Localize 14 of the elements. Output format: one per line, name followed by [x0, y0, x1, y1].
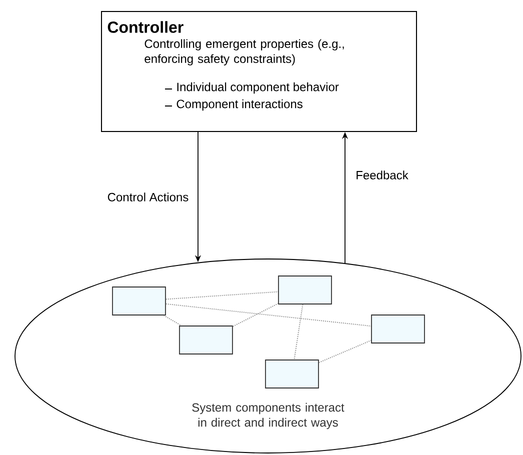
dotted-line	[165, 303, 372, 327]
component-box	[371, 314, 425, 344]
edge-label: Control Actions	[106, 192, 190, 202]
component-box	[278, 276, 332, 304]
dotted-line	[163, 314, 182, 326]
dotted-line	[232, 303, 279, 327]
edge-label: Feedback	[354, 170, 410, 180]
component-box	[179, 326, 233, 354]
dotted-line	[294, 304, 304, 360]
controller-box: Controller Controlling emergent properties (e.g., enforcing safety constraints) Individual component behavior Component interactions	[101, 11, 417, 132]
component-box	[112, 286, 166, 316]
dotted-line	[318, 340, 372, 364]
dotted-line	[165, 291, 279, 300]
component-box	[265, 360, 319, 388]
